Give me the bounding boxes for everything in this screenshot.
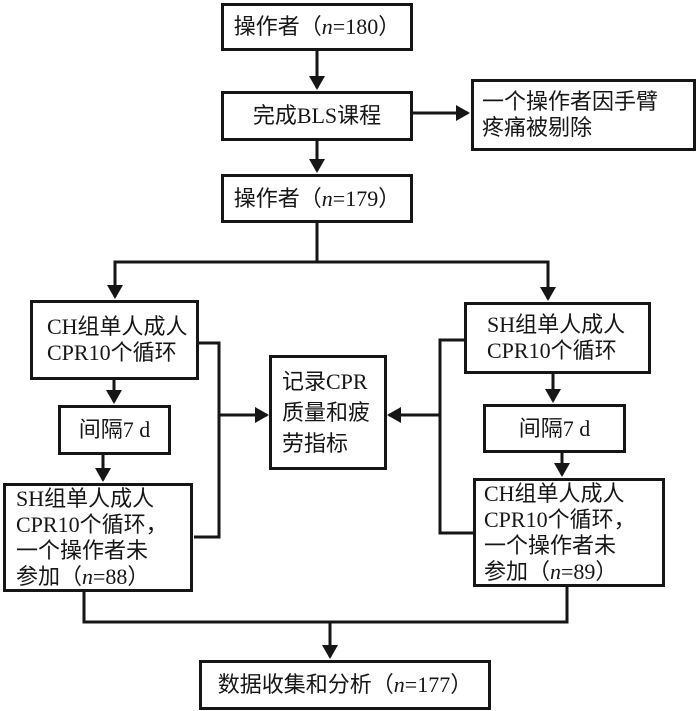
node-text-line: CPR10个循环， xyxy=(16,511,168,537)
node-text-line: 操作者（n=179） xyxy=(233,185,401,211)
node-text-line: CPR10个循环 xyxy=(47,340,177,365)
node-sh-group-first-cpr: SH组单人成人 CPR10个循环 xyxy=(464,302,651,374)
node-text-line: SH组单人成人 xyxy=(487,312,626,337)
node-text-line: CPR10个循环 xyxy=(487,338,617,363)
edge-split-sh-first xyxy=(317,260,556,301)
node-text-line: CPR10个循环， xyxy=(484,506,636,532)
node-operators-180: 操作者（n=180） xyxy=(221,3,413,51)
node-excluded-arm-pain: 一个操作者因手臂 疼痛被剔除 xyxy=(471,79,696,151)
node-text-line: 疼痛被剔除 xyxy=(482,115,593,140)
node-interval-7d-left: 间隔7 d xyxy=(58,405,171,455)
node-bls-course: 完成BLS课程 xyxy=(221,91,413,141)
node-text-line: 参加（n=89） xyxy=(484,558,618,584)
node-text-line: 劳指标 xyxy=(282,431,349,456)
node-ch-group-first-cpr: CH组单人成人 CPR10个循环 xyxy=(30,300,199,380)
node-record-cpr-quality-fatigue: 记录CPR 质量和疲 劳指标 xyxy=(269,355,387,470)
node-text-line: 一个操作者未 xyxy=(484,532,617,558)
node-operators-179: 操作者（n=179） xyxy=(221,174,413,223)
edge-right-bracket xyxy=(438,338,475,535)
node-ch-group-second-cpr: CH组单人成人 CPR10个循环， 一个操作者未 参加（n=89） xyxy=(473,478,665,587)
node-text-line: SH组单人成人 xyxy=(16,485,155,511)
node-text-line: 参加（n=88） xyxy=(16,563,150,589)
node-text-line: 间隔7 d xyxy=(518,415,591,441)
node-text-line: CH组单人成人 xyxy=(47,314,188,339)
node-text-line: 间隔7 d xyxy=(78,417,151,442)
node-text-line: CH组单人成人 xyxy=(484,480,625,506)
node-text-line: 操作者（n=180） xyxy=(233,14,401,39)
node-text-line: 质量和疲 xyxy=(282,400,371,425)
node-text-line: 一个操作者因手臂 xyxy=(482,89,659,114)
node-interval-7d-right: 间隔7 d xyxy=(483,404,626,453)
node-text-line: 完成BLS课程 xyxy=(252,103,382,128)
node-text-line: 数据收集和分析（n=177） xyxy=(217,672,473,697)
node-text-line: 一个操作者未 xyxy=(16,537,149,563)
edge-bottom-merge xyxy=(82,585,569,624)
edge-left-bracket xyxy=(194,341,221,539)
node-text-line: 记录CPR xyxy=(282,369,368,394)
edge-split-ch-first xyxy=(107,260,317,299)
node-data-collection-analysis: 数据收集和分析（n=177） xyxy=(199,660,491,710)
node-sh-group-second-cpr: SH组单人成人 CPR10个循环， 一个操作者未 参加（n=88） xyxy=(3,483,193,592)
